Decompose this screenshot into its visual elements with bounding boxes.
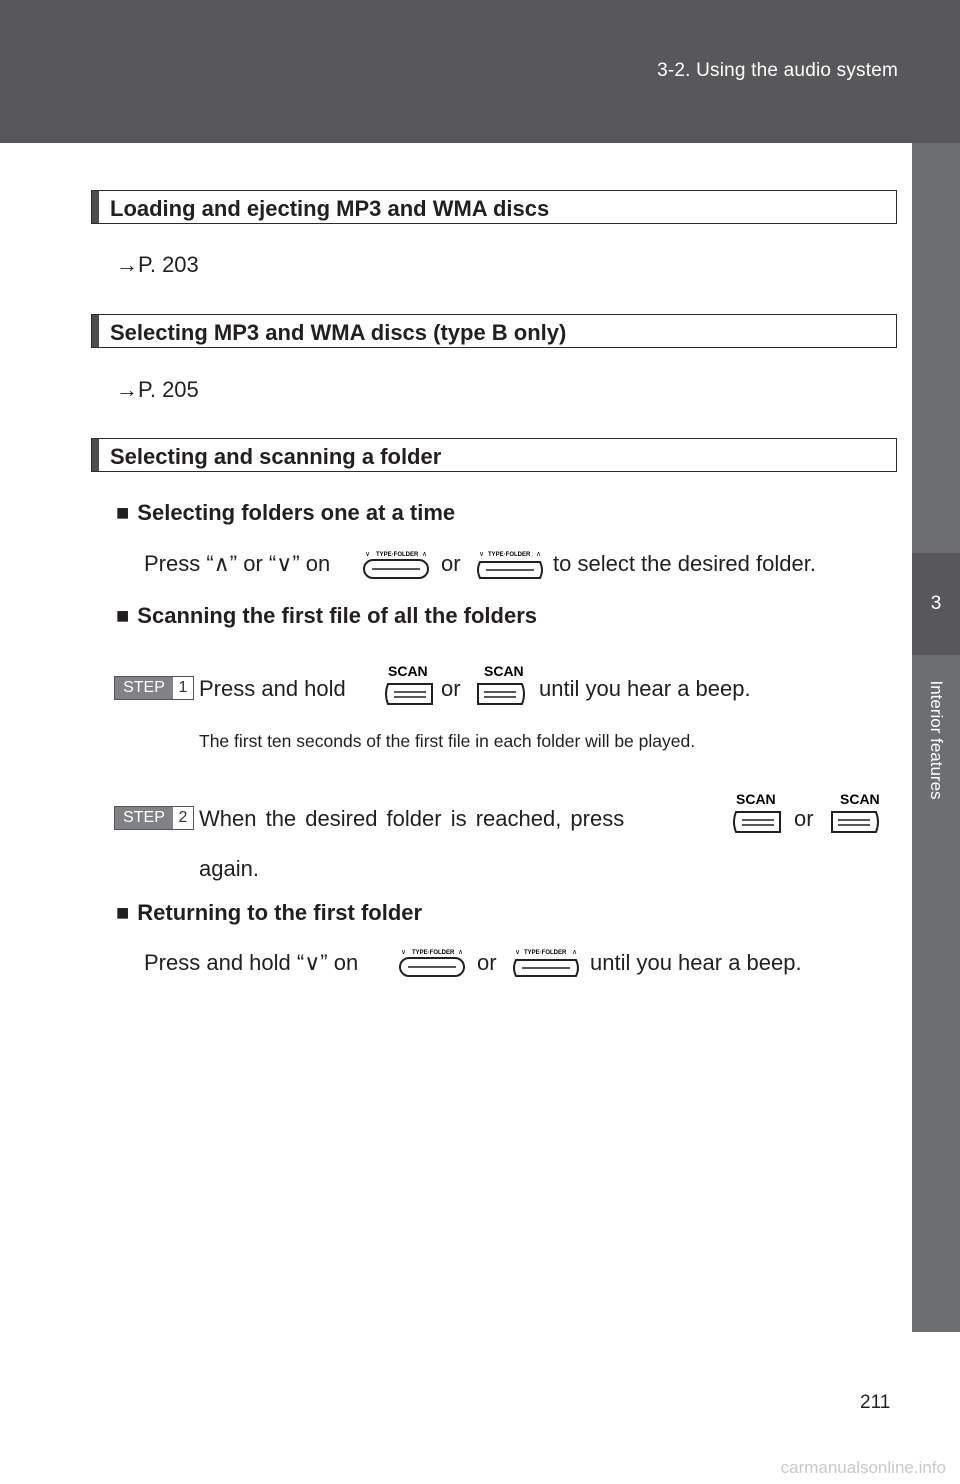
svg-text:∨: ∨	[479, 551, 484, 558]
or-text: or	[794, 806, 814, 831]
or-text: or	[441, 676, 461, 701]
svg-text:∨: ∨	[401, 949, 406, 956]
scan-button-left-icon: SCAN	[385, 663, 433, 705]
square-bullet-icon: ■	[116, 500, 130, 525]
page-number: 211	[860, 1392, 891, 1413]
step-text: until you hear a beep.	[539, 676, 751, 701]
section-title: Loading and ejecting MP3 and WMA discs	[110, 196, 550, 221]
type-folder-button-left-icon: ∨ TYPE·FOLDER ∧	[363, 551, 429, 579]
svg-text:TYPE·FOLDER: TYPE·FOLDER	[376, 552, 419, 558]
page-reference: →P. 205	[116, 377, 199, 402]
type-folder-button-right-icon: ∨ TYPE·FOLDER ∧	[477, 551, 543, 579]
step-note: The first ten seconds of the first file …	[199, 731, 696, 751]
step-text: Press and hold	[199, 676, 346, 701]
type-folder-button-left-icon: ∨ TYPE·FOLDER ∧	[399, 949, 465, 977]
svg-text:∧: ∧	[458, 949, 463, 956]
svg-text:∧: ∧	[536, 551, 541, 558]
instruction-text: Press “∧” or “∨” on	[144, 551, 331, 576]
svg-text:∨: ∨	[365, 551, 370, 558]
scan-button-left-icon: SCAN	[733, 791, 781, 833]
section-title: Selecting MP3 and WMA discs (type B only…	[110, 320, 567, 345]
svg-text:SCAN: SCAN	[736, 791, 776, 807]
svg-text:∧: ∧	[422, 551, 427, 558]
svg-text:TYPE·FOLDER: TYPE·FOLDER	[524, 950, 567, 956]
subheading-folders-one-at-a-time: ■Selecting folders one at a time	[116, 500, 456, 525]
square-bullet-icon: ■	[116, 603, 130, 628]
side-tab	[912, 143, 960, 1332]
section-heading-scanning-folder: Selecting and scanning a folder	[91, 438, 897, 472]
svg-text:SCAN: SCAN	[484, 663, 524, 679]
svg-text:SCAN: SCAN	[388, 663, 428, 679]
instruction-text: to select the desired folder.	[553, 551, 816, 576]
step-text: again.	[199, 856, 259, 881]
watermark: carmanualsonline.info	[780, 1458, 946, 1477]
instruction-text: until you hear a beep.	[590, 950, 802, 975]
svg-text:TYPE·FOLDER: TYPE·FOLDER	[412, 950, 455, 956]
subheading-returning-first-folder: ■Returning to the first folder	[116, 900, 423, 925]
scan-button-right-icon: SCAN	[477, 663, 525, 705]
section-heading-selecting-discs: Selecting MP3 and WMA discs (type B only…	[91, 314, 897, 348]
or-text: or	[441, 551, 461, 576]
side-tab-number: 3	[912, 553, 960, 655]
step-text: When the desired folder is reached, pres…	[199, 806, 625, 831]
square-bullet-icon: ■	[116, 900, 130, 925]
svg-text:SCAN: SCAN	[840, 791, 880, 807]
svg-text:TYPE·FOLDER: TYPE·FOLDER	[488, 552, 531, 558]
scan-button-right-icon: SCAN	[831, 791, 880, 833]
header-bar	[0, 0, 960, 143]
header-title: 3-2. Using the audio system	[657, 60, 898, 81]
section-title: Selecting and scanning a folder	[110, 444, 442, 469]
page-reference: →P. 203	[116, 252, 199, 277]
svg-text:∨: ∨	[515, 949, 520, 956]
svg-text:∧: ∧	[572, 949, 577, 956]
subheading-scanning-first-file: ■Scanning the first file of all the fold…	[116, 603, 538, 628]
side-tab-label: Interior features	[927, 680, 946, 800]
or-text: or	[477, 950, 497, 975]
section-heading-loading: Loading and ejecting MP3 and WMA discs	[91, 190, 897, 224]
type-folder-button-right-icon: ∨ TYPE·FOLDER ∧	[513, 949, 579, 977]
instruction-text: Press and hold “∨” on	[144, 950, 359, 975]
